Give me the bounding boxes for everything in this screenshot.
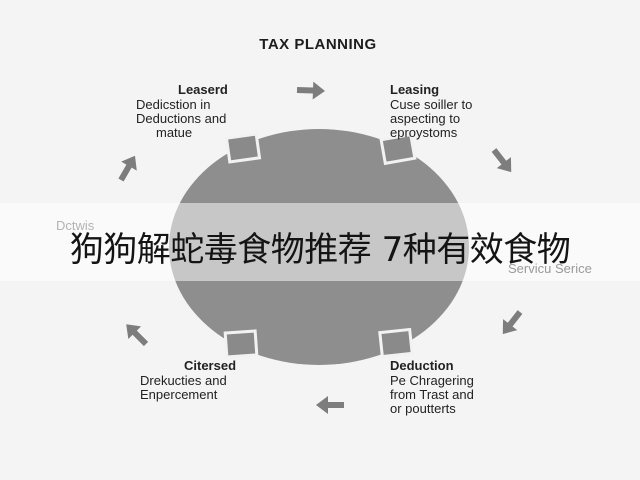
label-block-bottom-left: Citersed Drekucties and Enpercement: [140, 359, 290, 402]
block-line: matue: [156, 125, 193, 140]
block-heading: Citersed: [184, 358, 237, 373]
label-block-bottom-right: Deduction Pe Chragering from Trast and o…: [390, 359, 540, 416]
block-line: Enpercement: [140, 387, 218, 402]
block-heading: Leaserd: [178, 82, 228, 97]
block-line: Drekucties and: [140, 373, 227, 388]
node-square-bottom-right: [378, 327, 414, 359]
block-line: eproystoms: [390, 125, 458, 140]
arrow-right-icon: [296, 81, 325, 100]
block-heading: Leasing: [390, 82, 440, 97]
arrow-left-icon: [316, 396, 344, 414]
node-square-top-right: [379, 132, 417, 166]
block-line: Dedicstion in: [136, 97, 211, 112]
block-line: Deductions and: [136, 111, 227, 126]
ghost-text-right: Servicu Serice: [508, 261, 592, 276]
label-block-top-left: Leaserd Dedicstion in Deductions and mat…: [136, 83, 286, 140]
block-line: or poutterts: [390, 401, 456, 416]
block-line: from Trast and: [390, 387, 474, 402]
arrow-down-right-icon: [491, 148, 512, 173]
overlay-banner-text: 狗狗解蛇毒食物推荐 7种有效食物: [69, 230, 571, 270]
diagram-title: TAX PLANNING: [259, 36, 377, 53]
block-line: Pe Chragering: [390, 373, 474, 388]
node-square-top-left: [224, 132, 262, 164]
ghost-text-left: Dctwis: [56, 218, 95, 233]
arrow-down-left-icon: [502, 310, 523, 335]
label-block-top-right: Leasing Cuse soiller to aspecting to epr…: [390, 83, 540, 140]
arrow-up-right-icon: [118, 155, 137, 182]
arrow-up-left-icon: [126, 324, 149, 347]
overlay-banner: [0, 203, 640, 281]
node-square-bottom-left: [223, 329, 259, 359]
block-heading: Deduction: [390, 358, 454, 373]
block-line: aspecting to: [390, 111, 461, 126]
block-line: Cuse soiller to: [390, 97, 473, 112]
